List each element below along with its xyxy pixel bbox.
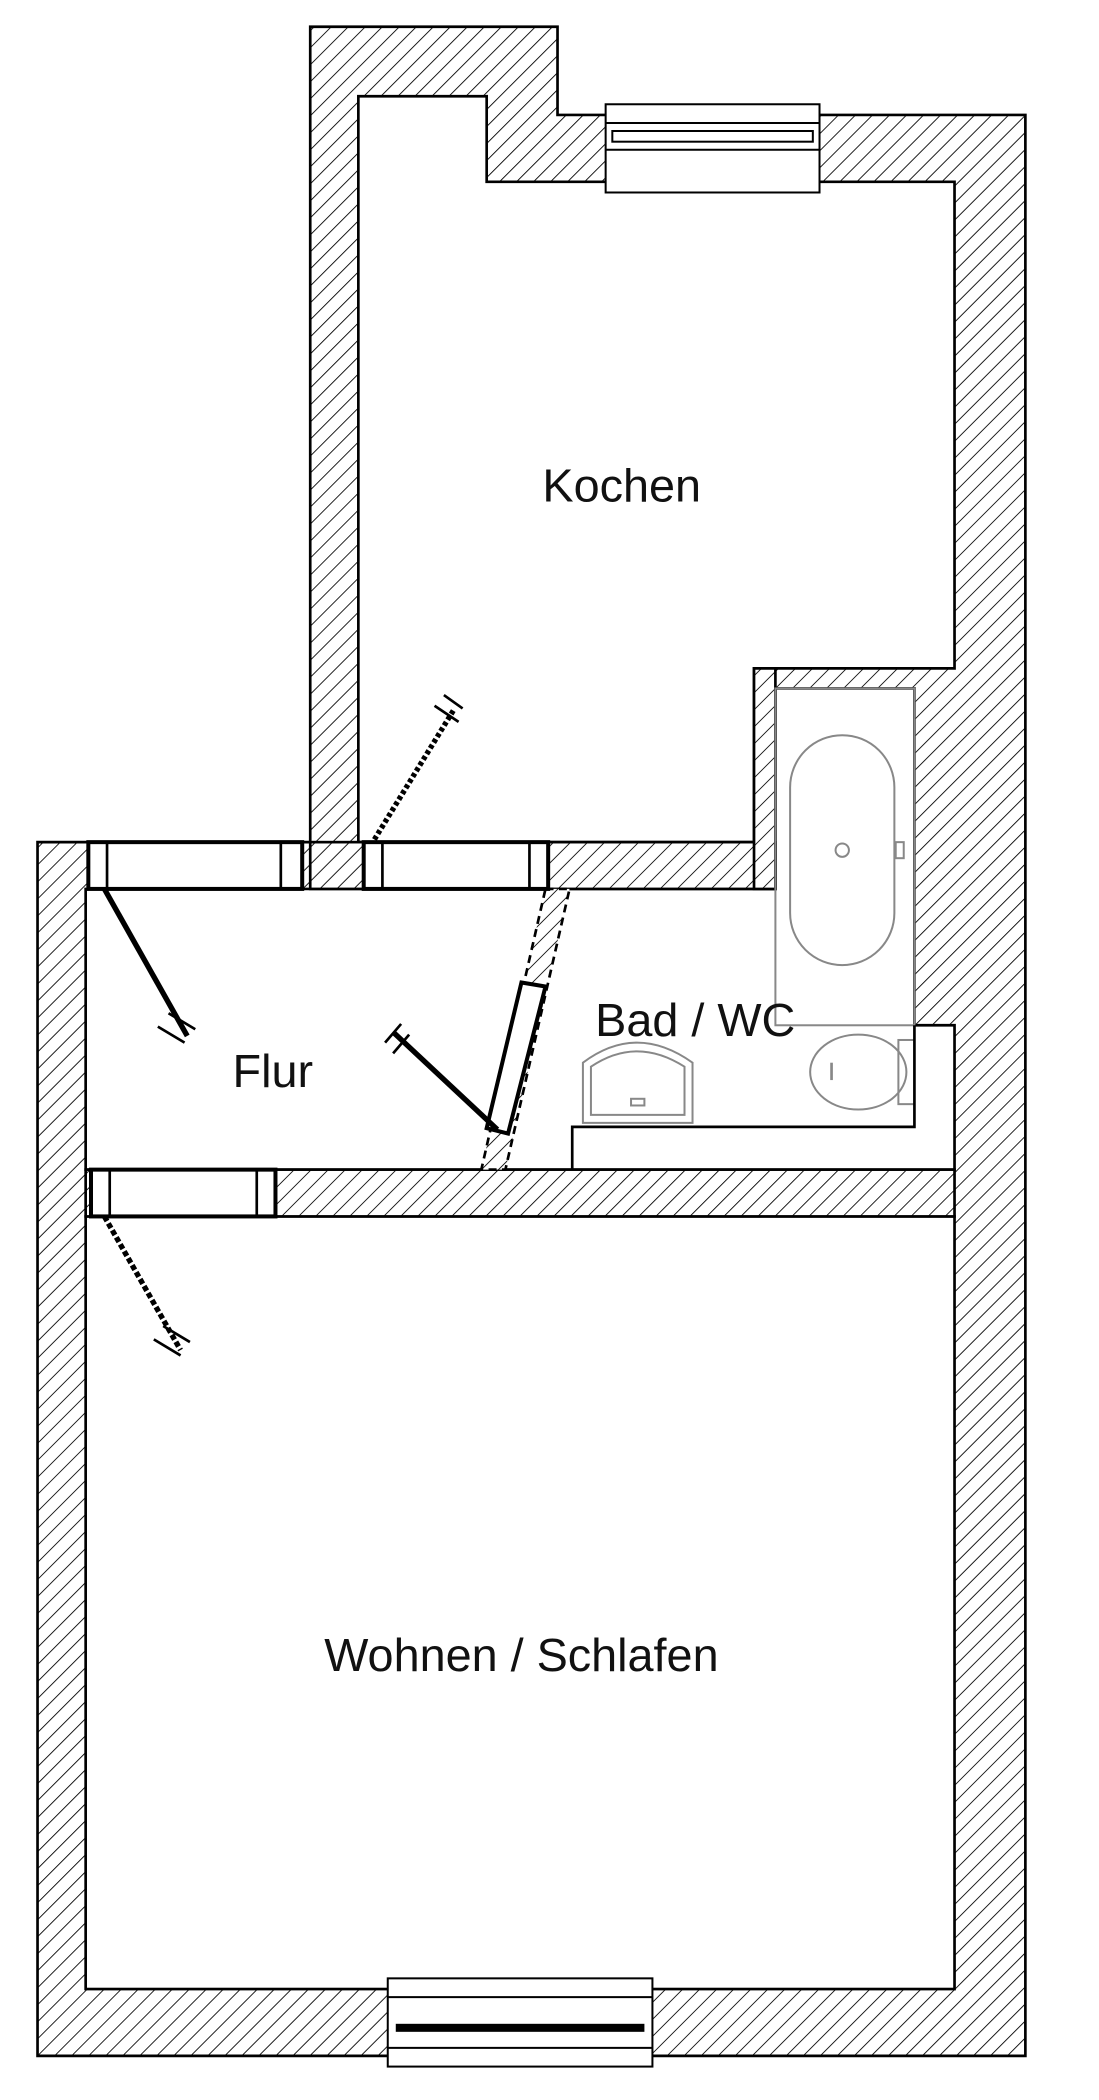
wall-bath-right xyxy=(752,667,777,891)
living-area xyxy=(84,1215,956,1991)
bathtub-icon xyxy=(774,687,916,1027)
bath-counter xyxy=(570,1025,916,1170)
room-label-hall: Flur xyxy=(233,1045,314,1097)
room-label-kitchen: Kochen xyxy=(542,459,701,511)
sink-icon xyxy=(581,1041,694,1124)
room-label-living: Wohnen / Schlafen xyxy=(324,1629,718,1681)
window-kitchen xyxy=(604,103,821,194)
door-living[interactable] xyxy=(88,1167,278,1357)
room-label-bath: Bad / WC xyxy=(595,994,795,1046)
door-kitchen[interactable] xyxy=(361,694,551,891)
window-living xyxy=(386,1977,654,2068)
door-hall-entry[interactable] xyxy=(86,840,305,1044)
door-bath[interactable] xyxy=(384,980,548,1136)
